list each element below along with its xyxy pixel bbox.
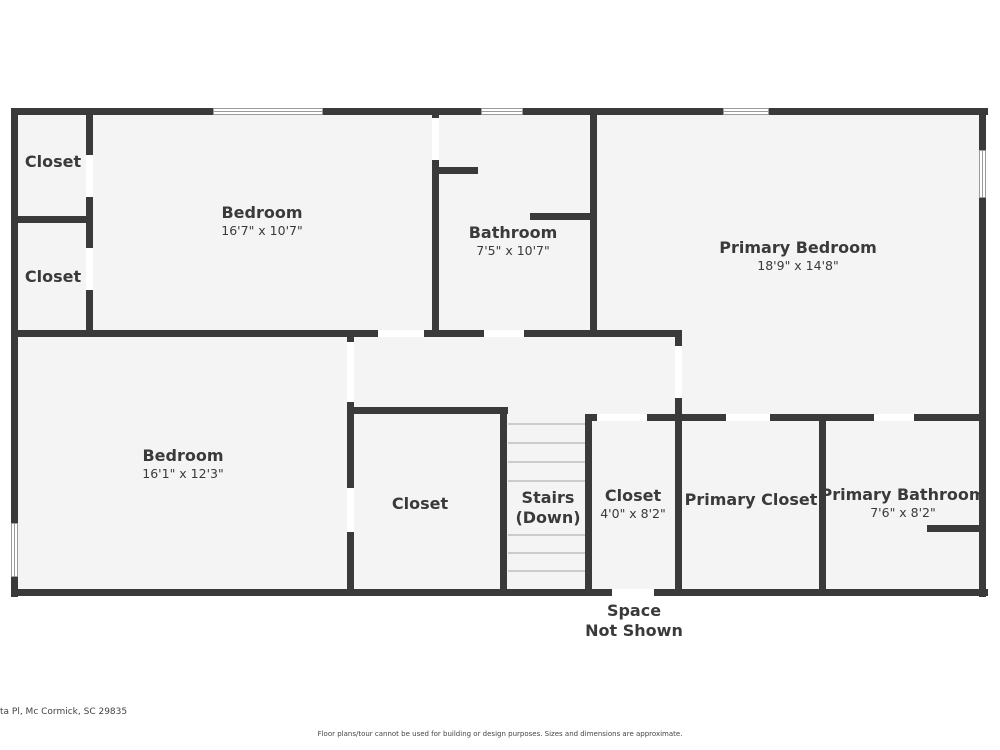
- room-label-bedroom-top: Bedroom 16'7" x 10'7": [221, 203, 302, 239]
- window: [723, 108, 769, 115]
- room-name: Closet: [391, 494, 449, 513]
- disclaimer: Floor plans/tour cannot be used for buil…: [317, 730, 683, 738]
- room-label-closet-top-left: Closet: [25, 152, 81, 172]
- door-gap: [675, 346, 682, 398]
- door-gap: [86, 248, 93, 290]
- room-dimensions: 7'5" x 10'7": [476, 243, 550, 258]
- door-gap: [726, 414, 770, 421]
- wall-closets-divider: [15, 216, 90, 223]
- door-gap: [378, 330, 424, 337]
- window: [481, 108, 523, 115]
- window: [213, 108, 323, 115]
- room-name: Bathroom: [468, 223, 558, 242]
- window: [11, 523, 18, 577]
- property-address: ta Pl, Mc Cormick, SC 29835: [0, 707, 128, 717]
- room-label-closet-mid-left: Closet: [25, 267, 81, 287]
- room-name: Closet: [24, 152, 82, 171]
- room-dimensions: 4'0" x 8'2": [600, 506, 666, 521]
- door-gap: [874, 414, 914, 421]
- room-label-primary-bathroom: Primary Bathroom 7'6" x 8'2": [820, 485, 985, 521]
- door-gap: [432, 118, 439, 160]
- room-name: Closet: [24, 267, 82, 286]
- room-dimensions: 7'6" x 8'2": [870, 505, 936, 520]
- room-label-primary-closet: Primary Closet: [685, 490, 818, 510]
- wall-stairs-closet: [585, 414, 592, 593]
- room-name: Primary Closet: [684, 490, 818, 509]
- wall-primary-closet-bath: [819, 414, 826, 593]
- space-not-shown-note: Space Not Shown: [585, 601, 683, 641]
- room-label-closet-center: Closet: [392, 494, 448, 514]
- room-name: Closet: [604, 486, 662, 505]
- wall-exterior-left: [11, 108, 18, 597]
- wall-bedroom-bath: [432, 112, 439, 336]
- stair-treads: [508, 423, 585, 572]
- stairs-label: Stairs: [521, 488, 575, 507]
- wall-closets-right: [86, 112, 93, 336]
- wall-bath-primary: [590, 112, 597, 336]
- door-gap: [86, 155, 93, 197]
- wall-hall-right: [675, 330, 682, 593]
- room-label-bedroom-bottom: Bedroom 16'1" x 12'3": [142, 446, 223, 482]
- door-gap: [612, 589, 654, 596]
- wall-closet-top: [350, 407, 508, 414]
- stairs-direction: (Down): [515, 508, 581, 527]
- room-name: Primary Bedroom: [719, 238, 877, 257]
- room-name: Bedroom: [142, 446, 224, 465]
- door-gap: [347, 488, 354, 532]
- wall-bath-counter: [530, 213, 594, 220]
- room-label-stairs: Stairs (Down): [513, 488, 583, 528]
- space-not-shown-line2: Not Shown: [585, 621, 683, 640]
- room-dimensions: 16'7" x 10'7": [221, 223, 303, 238]
- room-dimensions: 16'1" x 12'3": [142, 466, 224, 481]
- room-label-bathroom: Bathroom 7'5" x 10'7": [469, 223, 558, 259]
- window: [979, 150, 986, 198]
- wall-primary-bottom: [678, 414, 983, 421]
- door-gap: [347, 342, 354, 402]
- wall-primary-bath-stub: [927, 525, 983, 532]
- wall-bath-stub: [432, 167, 478, 174]
- room-label-primary-bedroom: Primary Bedroom 18'9" x 14'8": [719, 238, 877, 274]
- room-name: Primary Bathroom: [820, 485, 986, 504]
- room-label-closet-small: Closet 4'0" x 8'2": [600, 486, 666, 522]
- wall-exterior-right: [979, 108, 986, 597]
- wall-closet-stairs: [500, 407, 507, 593]
- door-gap: [597, 414, 647, 421]
- wall-bedroom-closet: [347, 330, 354, 593]
- wall-exterior-bottom: [11, 589, 988, 596]
- room-name: Bedroom: [221, 203, 303, 222]
- room-dimensions: 18'9" x 14'8": [757, 258, 839, 273]
- space-not-shown-line1: Space: [606, 601, 662, 620]
- door-gap: [484, 330, 524, 337]
